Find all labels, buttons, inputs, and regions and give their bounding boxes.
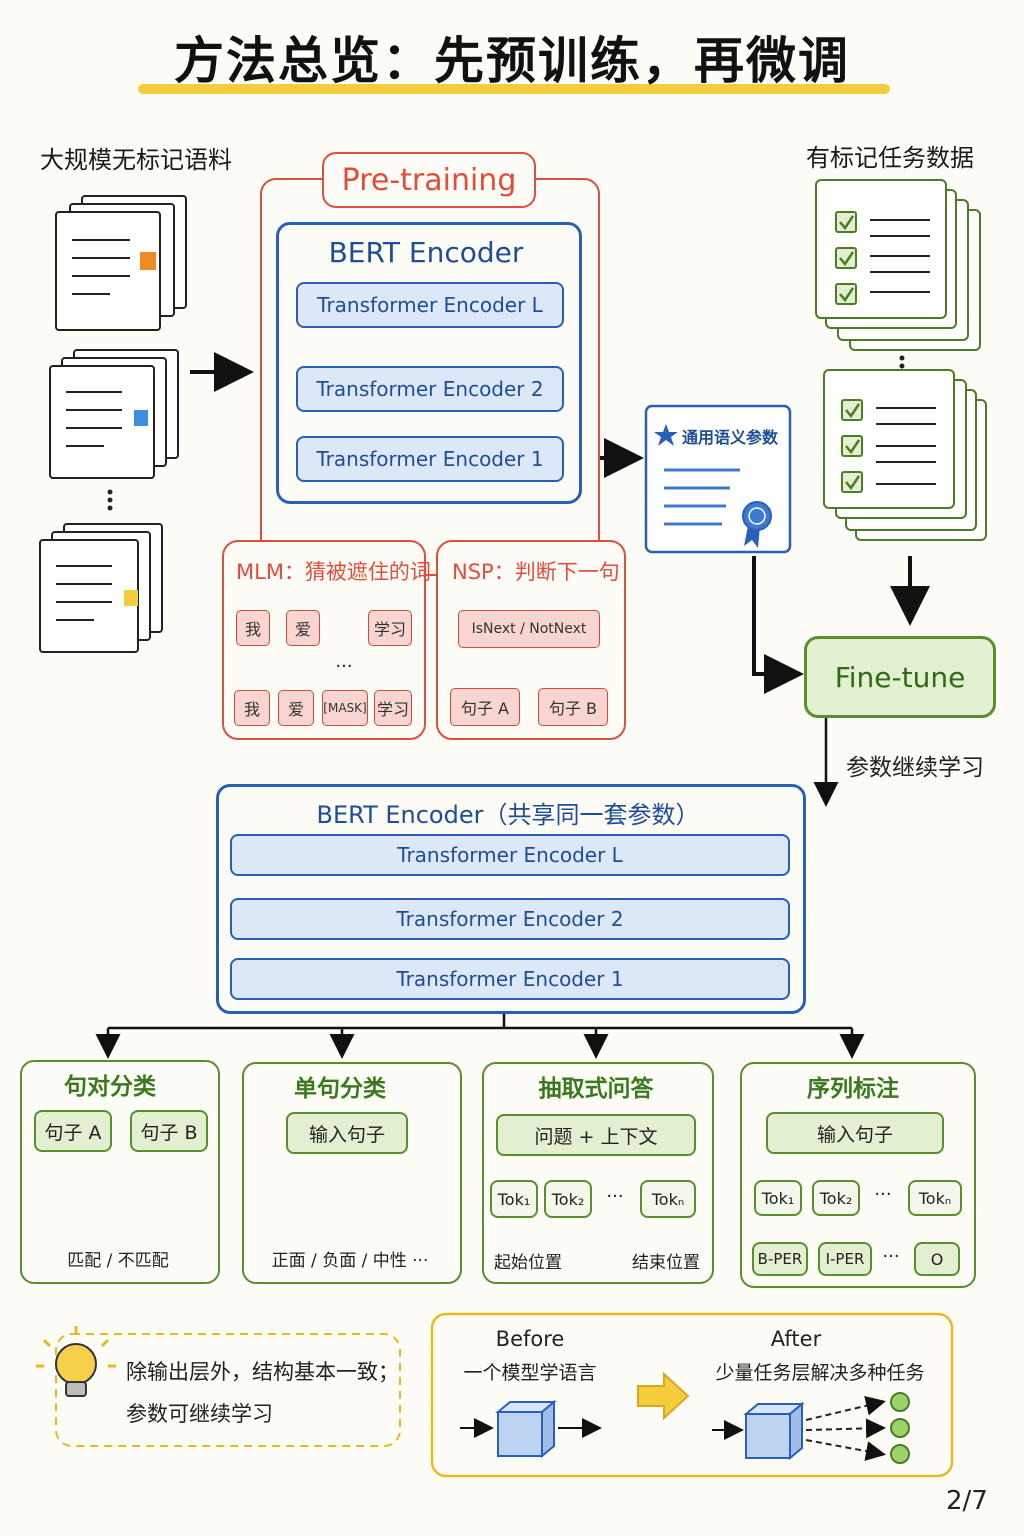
task-extractive-qa bbox=[482, 1062, 714, 1284]
task-sentence-pair bbox=[20, 1060, 220, 1284]
task-input-b: 句子 B bbox=[130, 1110, 208, 1152]
unlabeled-corpus-label: 大规模无标记语料 bbox=[40, 146, 232, 174]
mlm-title: MLM：猜被遮住的词 bbox=[236, 560, 431, 584]
token-chip: Tok₁ bbox=[754, 1180, 802, 1216]
labeled-data-label: 有标记任务数据 bbox=[806, 144, 974, 172]
token-chip: Tokₙ bbox=[640, 1180, 696, 1218]
page-number: 2/7 bbox=[946, 1486, 988, 1516]
nsp-input-b: 句子 B bbox=[538, 688, 608, 726]
pretrain-layer-L: Transformer Encoder L bbox=[296, 282, 564, 328]
nsp-output: IsNext / NotNext bbox=[458, 610, 600, 648]
answer-start-label: 起始位置 bbox=[494, 1253, 562, 1273]
token-ellipsis: ··· bbox=[606, 1185, 624, 1207]
arrow-right-icon bbox=[637, 1371, 690, 1421]
mlm-input-token: 爱 bbox=[278, 690, 314, 726]
shared-encoder-title: BERT Encoder（共享同一套参数） bbox=[316, 800, 700, 829]
task-output: 匹配 / 不匹配 bbox=[67, 1250, 169, 1271]
certificate-label: 通用语义参数 bbox=[682, 428, 779, 447]
token-ellipsis: ··· bbox=[874, 1183, 892, 1205]
pretraining-tab: Pre-training bbox=[322, 152, 536, 208]
token-chip: Tokₙ bbox=[908, 1180, 962, 1216]
certificate-icon bbox=[644, 404, 792, 554]
title-underline bbox=[138, 84, 890, 94]
checklist-stack-icon bbox=[823, 369, 987, 541]
tag-chip: B-PER bbox=[752, 1242, 808, 1276]
task-input-a: 句子 A bbox=[34, 1110, 112, 1152]
task-title: 抽取式问答 bbox=[538, 1076, 654, 1102]
checklist-stack-icon bbox=[815, 179, 981, 351]
pretrain-layer-2: Transformer Encoder 2 bbox=[296, 366, 564, 412]
mlm-output-token: 我 bbox=[236, 610, 270, 646]
continue-learning-label: 参数继续学习 bbox=[846, 755, 984, 781]
mlm-input-token: 我 bbox=[234, 690, 270, 726]
mlm-ellipsis: ··· bbox=[335, 655, 353, 677]
nsp-title: NSP：判断下一句 bbox=[452, 560, 620, 584]
document-stack-icon bbox=[39, 523, 163, 653]
task-title: 句对分类 bbox=[64, 1074, 156, 1100]
token-chip: Tok₁ bbox=[490, 1180, 538, 1218]
page-title: 方法总览：先预训练，再微调 bbox=[174, 32, 850, 90]
nsp-input-a: 句子 A bbox=[450, 688, 520, 726]
finetune-box: Fine-tune bbox=[804, 636, 996, 718]
shared-layer-2: Transformer Encoder 2 bbox=[230, 898, 790, 940]
task-single-sentence bbox=[242, 1062, 462, 1284]
task-title: 单句分类 bbox=[294, 1076, 386, 1102]
cube-icon bbox=[712, 1392, 910, 1464]
answer-end-label: 结束位置 bbox=[632, 1253, 700, 1273]
cube-icon bbox=[460, 1399, 602, 1459]
tag-chip: I-PER bbox=[818, 1242, 872, 1276]
mlm-output-token: 爱 bbox=[286, 610, 320, 646]
before-title: Before bbox=[495, 1327, 565, 1351]
tag-chip: O bbox=[914, 1242, 960, 1276]
mlm-output-token: 学习 bbox=[368, 610, 412, 646]
token-chip: Tok₂ bbox=[544, 1180, 592, 1218]
lightbulb-icon bbox=[36, 1326, 116, 1397]
shared-layer-1: Transformer Encoder 1 bbox=[230, 958, 790, 1000]
task-input: 问题 + 上下文 bbox=[496, 1114, 696, 1156]
after-title: After bbox=[770, 1327, 822, 1351]
pretrain-layer-1: Transformer Encoder 1 bbox=[296, 436, 564, 482]
token-chip: Tok₂ bbox=[812, 1180, 860, 1216]
mlm-mask-token: [MASK] bbox=[322, 690, 368, 726]
tip-line-2: 参数可继续学习 bbox=[126, 1402, 273, 1426]
task-title: 序列标注 bbox=[807, 1076, 899, 1102]
document-stack-icon bbox=[49, 349, 179, 479]
document-stack-icon bbox=[55, 195, 187, 331]
task-output: 正面 / 负面 / 中性 ··· bbox=[271, 1250, 429, 1271]
task-input: 输入句子 bbox=[286, 1112, 408, 1154]
after-text: 少量任务层解决多种任务 bbox=[715, 1361, 925, 1384]
tag-ellipsis: ··· bbox=[882, 1245, 900, 1267]
mlm-input-token: 学习 bbox=[374, 690, 412, 726]
before-text: 一个模型学语言 bbox=[463, 1361, 597, 1384]
pretrain-encoder-title: BERT Encoder bbox=[328, 235, 524, 269]
shared-layer-L: Transformer Encoder L bbox=[230, 834, 790, 876]
task-input: 输入句子 bbox=[766, 1112, 944, 1154]
tip-line-1: 除输出层外，结构基本一致； bbox=[126, 1360, 399, 1384]
